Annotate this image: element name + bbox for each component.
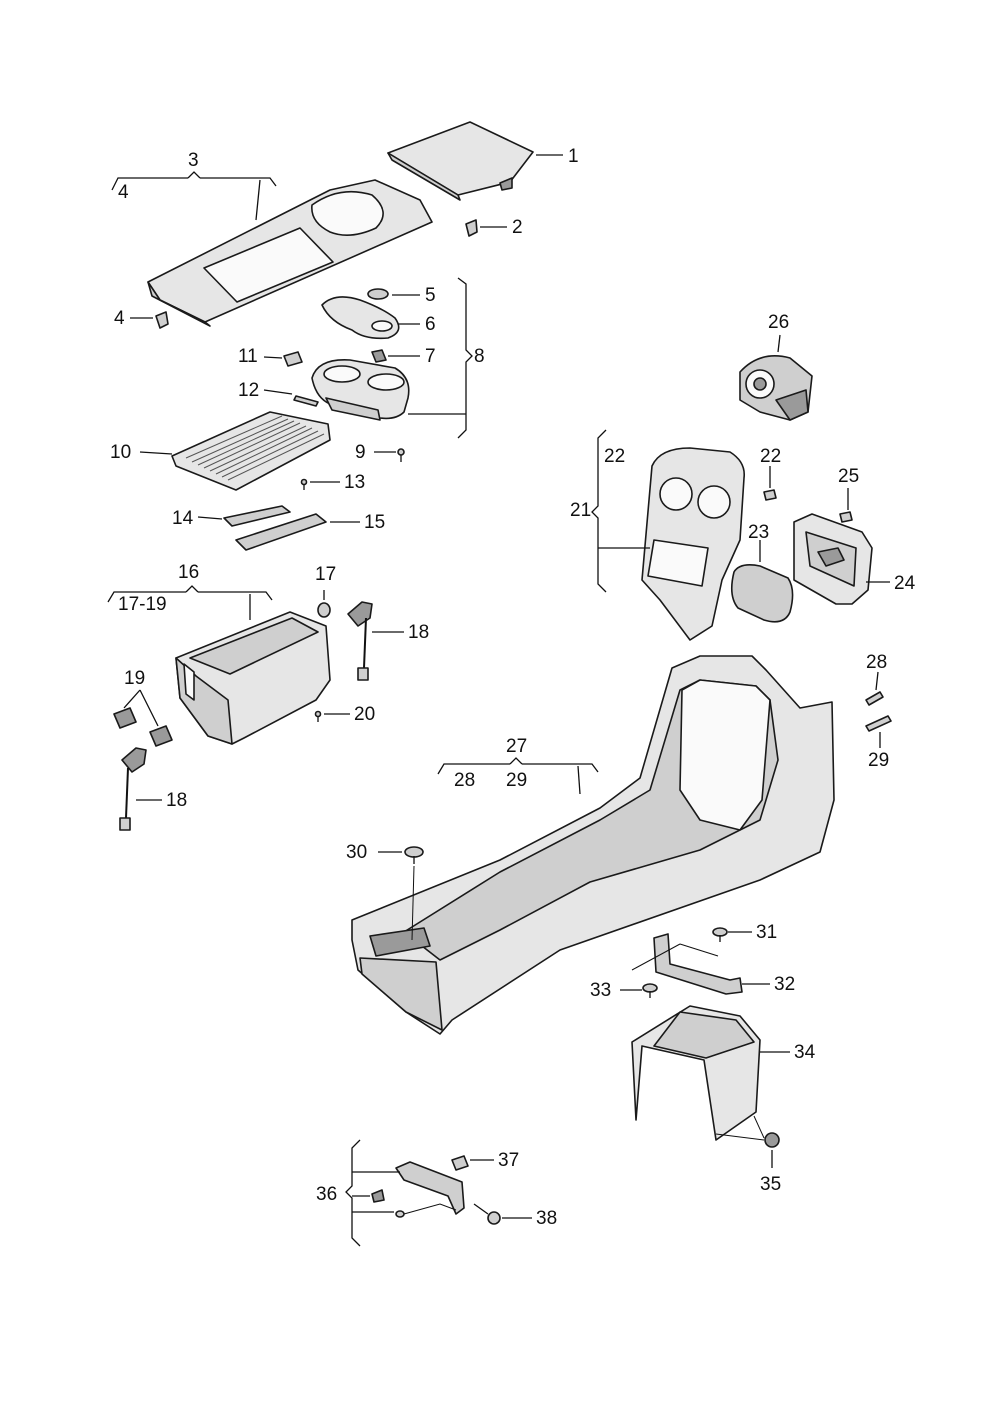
callout-34: 34: [794, 1042, 816, 1063]
callout-33: 33: [590, 980, 611, 1001]
part-7-clip[interactable]: [371, 349, 387, 363]
callout-2: 2: [512, 217, 523, 238]
callout-27: 27: [506, 736, 527, 757]
part-12-strip[interactable]: [293, 395, 319, 407]
callout-32: 32: [774, 974, 795, 995]
part-5-insert[interactable]: [367, 288, 389, 300]
callout-25: 25: [838, 466, 859, 487]
callout-3: 3: [188, 150, 199, 171]
callout-26: 26: [768, 312, 789, 333]
callout-29-right: 29: [868, 750, 889, 771]
callout-23: 23: [748, 522, 769, 543]
callout-30: 30: [346, 842, 367, 863]
part-18-wiring-harness-upper[interactable]: [347, 601, 373, 681]
callout-18-lower: 18: [166, 790, 187, 811]
part-3-trim-panel[interactable]: [147, 179, 433, 327]
callout-12: 12: [238, 380, 259, 401]
part-10-roller-blind[interactable]: [171, 411, 331, 491]
callout-7: 7: [425, 346, 436, 367]
part-29-pin[interactable]: [865, 715, 892, 732]
callout-14: 14: [172, 508, 194, 529]
part-35-nut[interactable]: [764, 1132, 780, 1148]
part-37-nut[interactable]: [451, 1155, 469, 1171]
callout-15: 15: [364, 512, 385, 533]
callout-1: 1: [568, 146, 579, 167]
part-22-clip[interactable]: [763, 489, 777, 501]
callout-22-left: 22: [604, 446, 625, 467]
part-32-bracket[interactable]: [653, 933, 743, 995]
callout-17: 17: [315, 564, 336, 585]
callout-22-right: 22: [760, 446, 781, 467]
callout-38: 38: [536, 1208, 557, 1229]
callout-18-upper: 18: [408, 622, 429, 643]
callout-21: 21: [570, 500, 591, 521]
callout-6: 6: [425, 314, 436, 335]
part-9-screw[interactable]: [397, 448, 405, 462]
part-28-pin[interactable]: [865, 691, 884, 706]
part-13-screw[interactable]: [300, 478, 308, 491]
part-30-fastener[interactable]: [404, 846, 424, 864]
part-11-pad[interactable]: [283, 351, 303, 367]
callout-8: 8: [474, 346, 485, 367]
callout-5: 5: [425, 285, 436, 306]
part-4-clip[interactable]: [155, 311, 169, 329]
part-16-storage-compartment[interactable]: [175, 611, 331, 745]
callout-16: 16: [178, 562, 199, 583]
part-21-bezel[interactable]: [641, 447, 746, 641]
callout-13: 13: [344, 472, 365, 493]
callout-19: 19: [124, 668, 145, 689]
part-36-screw[interactable]: [395, 1210, 405, 1218]
callout-11: 11: [238, 346, 258, 367]
callout-36: 36: [316, 1184, 337, 1205]
callout-27-sub-28: 28: [454, 770, 475, 791]
callout-24: 24: [894, 573, 916, 594]
part-19-switch-a[interactable]: [113, 707, 137, 729]
part-6-mat[interactable]: [321, 296, 400, 340]
callout-16-sub: 17-19: [118, 594, 167, 615]
part-24-tray[interactable]: [793, 513, 873, 605]
part-23-insert[interactable]: [730, 564, 794, 623]
part-18-wiring-harness-lower[interactable]: [119, 747, 147, 831]
callout-31: 31: [756, 922, 777, 943]
callout-35: 35: [760, 1174, 781, 1195]
callout-20: 20: [354, 704, 375, 725]
part-36-clip[interactable]: [371, 1189, 385, 1203]
callout-9: 9: [355, 442, 366, 463]
part-8-cup-holder[interactable]: [311, 359, 410, 421]
part-19-switch-b[interactable]: [149, 725, 173, 747]
part-31-screw[interactable]: [712, 927, 728, 942]
part-38-bolt[interactable]: [473, 1203, 501, 1225]
part-20-screw[interactable]: [314, 710, 322, 723]
part-15-mat[interactable]: [235, 513, 327, 551]
part-36-bracket-assembly[interactable]: [395, 1161, 465, 1215]
part-27-centre-console[interactable]: [351, 655, 835, 1035]
part-2-clip[interactable]: [465, 219, 478, 237]
part-1-cover-panel[interactable]: [387, 121, 534, 201]
part-14-mat[interactable]: [223, 505, 291, 527]
part-25-screw[interactable]: [839, 511, 853, 523]
part-17-bulb[interactable]: [317, 602, 331, 618]
callout-10: 10: [110, 442, 131, 463]
callout-37: 37: [498, 1150, 519, 1171]
part-26-selector-unit[interactable]: [739, 355, 813, 421]
callout-4: 4: [114, 308, 125, 329]
callout-27-sub-29: 29: [506, 770, 527, 791]
part-34-support-bracket[interactable]: [631, 1005, 761, 1141]
part-33-screw[interactable]: [642, 983, 658, 998]
callout-3-sub-4: 4: [118, 182, 129, 203]
callout-28-right: 28: [866, 652, 887, 673]
